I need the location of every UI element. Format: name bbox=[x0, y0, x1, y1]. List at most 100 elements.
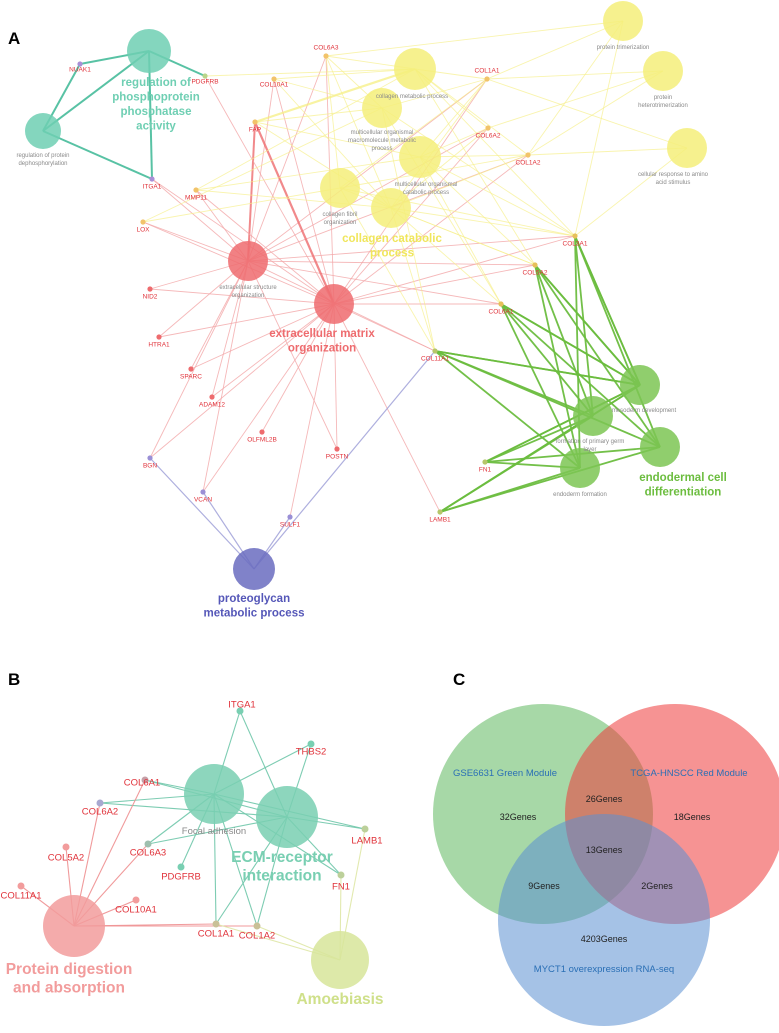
a-term-label-cell_mod_metab: collagen metabolic process bbox=[376, 94, 448, 100]
a-edge-multi_catab-col6a1 bbox=[419, 156, 502, 305]
a-edge-cell_resp_aa-col1a2 bbox=[527, 147, 688, 156]
b-gene-label-fn1: FN1 bbox=[332, 882, 350, 893]
a-gene-label-lamb1: LAMB1 bbox=[429, 517, 451, 524]
a-gene-node-col1a2 bbox=[525, 152, 531, 158]
a-gene-label-sparc: SPARC bbox=[180, 374, 202, 381]
a-gene-node-lox bbox=[140, 219, 146, 225]
a-edge-ecm_struct-bgn bbox=[149, 260, 249, 459]
a-edge-endoderm_dev-lamb1 bbox=[439, 384, 641, 513]
a-term-node-multi_catab bbox=[399, 136, 441, 178]
a-edge-reg_prot_dephos-itga1 bbox=[42, 130, 153, 180]
a-edge-collagen_fibril-lox bbox=[142, 187, 341, 223]
a-edge-ecm_org-nid2 bbox=[149, 288, 335, 305]
venn-label-green: GSE6631 Green Module bbox=[453, 768, 557, 779]
a-edge-ecm_struct-vcan bbox=[202, 260, 249, 493]
b-term-node-amoebiasis bbox=[311, 931, 369, 989]
venn-count-all: 13Genes bbox=[586, 845, 623, 855]
a-edge-collagen_catab-fap bbox=[254, 121, 392, 209]
a-gene-node-fn1 bbox=[482, 459, 488, 465]
a-term-node-protein_hetero bbox=[643, 51, 683, 91]
a-gene-node-mmp11 bbox=[193, 187, 199, 193]
a-edge-ecm_org-sulf1 bbox=[289, 303, 335, 518]
a-gene-node-htra1 bbox=[156, 334, 162, 340]
a-edge-cell_mod_metab-col3a1 bbox=[414, 68, 576, 237]
a-edge-ecm_struct-col10a1 bbox=[247, 78, 275, 262]
a-edge-ecm_org-pdgfrb bbox=[204, 75, 335, 305]
a-gene-node-olfml2b bbox=[259, 429, 265, 435]
a-edge-ecm_org-col5a2 bbox=[333, 264, 536, 305]
b-gene-node-col6a1 bbox=[141, 776, 149, 784]
a-gene-node-col6a1 bbox=[498, 301, 504, 307]
a-gene-label-sulf1: SULF1 bbox=[280, 522, 301, 529]
a-edge-reg_phos-reg_prot_dephos bbox=[42, 50, 150, 132]
a-edge-collagen_catab-col6a1 bbox=[390, 207, 502, 305]
b-gene-node-thbs2 bbox=[307, 740, 315, 748]
a-edge-protein_trimer-col1a2 bbox=[527, 20, 624, 156]
a-gene-node-col6a3 bbox=[323, 53, 329, 59]
a-edge-collagen_fibril-col11a1 bbox=[339, 187, 436, 352]
a-edge-ecm_struct-itga1 bbox=[151, 178, 249, 262]
panel-b-nodes bbox=[17, 707, 369, 989]
a-gene-label-col3a1: COL3A1 bbox=[563, 241, 588, 248]
a-edge-collagen_catab-col6a2 bbox=[390, 127, 489, 209]
b-gene-node-col5a2 bbox=[62, 843, 70, 851]
a-edge-ecm_struct-col6a3 bbox=[247, 55, 327, 262]
a-term-node-collagen_catab bbox=[371, 188, 411, 228]
panel-a-label: A bbox=[8, 29, 20, 48]
b-term-node-ecm_receptor bbox=[256, 786, 318, 848]
a-edge-ecm_struct-col1a1 bbox=[247, 78, 488, 262]
a-edge-collagen_catab-col10a1 bbox=[273, 78, 392, 209]
a-gene-node-col3a1 bbox=[572, 233, 578, 239]
a-edge-ecm_struct-col6a2 bbox=[247, 127, 489, 262]
a-gene-label-adam12: ADAM12 bbox=[199, 402, 225, 409]
a-gene-node-col11a1 bbox=[432, 348, 438, 354]
panel-a-edges bbox=[42, 20, 688, 570]
a-gene-node-postn bbox=[334, 446, 340, 452]
panel-b-labels: ITGA1THBS2COL6A1COL6A2COL6A3PDGFRBCOL5A2… bbox=[0, 700, 383, 1009]
a-edge-ecm_struct-fap bbox=[247, 121, 256, 262]
a-edge-cell_resp_aa-col3a1 bbox=[574, 147, 688, 237]
b-gene-label-col6a2: COL6A2 bbox=[82, 807, 118, 818]
a-edge-endoderm_diff-col5a2 bbox=[534, 264, 661, 448]
venn-label-blue: MYCT1 overexpression RNA-seq bbox=[534, 964, 674, 975]
b-gene-node-col10a1 bbox=[132, 896, 140, 904]
a-term-node-mesoderm_dev bbox=[620, 365, 660, 405]
a-term-node-endoderm_form bbox=[560, 448, 600, 488]
a-edge-ecm_struct-col3a1 bbox=[247, 235, 576, 262]
a-edge-collagen_catab-mmp11 bbox=[195, 189, 392, 209]
a-edge-endoderm_diff-lamb1 bbox=[439, 446, 661, 513]
a-edge-collagen_catab-col1a2 bbox=[390, 154, 529, 209]
a-edge-collagen_catab-col3a1 bbox=[390, 207, 576, 237]
a-gene-label-fn1: FN1 bbox=[479, 467, 492, 474]
a-gene-label-olfml2b: OLFML2B bbox=[247, 437, 277, 444]
a-gene-label-col11a1: COL11A1 bbox=[421, 356, 449, 363]
venn-count-blue-only: 4203Genes bbox=[581, 934, 628, 944]
a-gene-label-nid2: NID2 bbox=[143, 294, 158, 301]
b-gene-label-col6a3: COL6A3 bbox=[130, 848, 166, 859]
a-edge-endoderm_dev-fn1 bbox=[484, 384, 641, 463]
b-gene-label-col1a1: COL1A1 bbox=[198, 929, 234, 940]
a-edge-ecm_struct-postn bbox=[247, 260, 338, 450]
venn-circle-blue bbox=[498, 814, 710, 1026]
a-edge-protein_trimer-col6a3 bbox=[325, 20, 624, 57]
b-term-node-focal_adhesion bbox=[184, 764, 244, 824]
a-edge-multi_catab-col5a2 bbox=[419, 156, 536, 266]
b-gene-label-col10a1: COL10A1 bbox=[115, 905, 157, 916]
a-edge-ecm_org-bgn bbox=[149, 303, 335, 459]
a-term-node-formation_germ bbox=[573, 396, 613, 436]
a-edge-collagen_fibril-col1a1 bbox=[339, 78, 488, 189]
venn-count-red-blue: 2Genes bbox=[641, 881, 673, 891]
b-gene-label-thbs2: THBS2 bbox=[296, 747, 327, 758]
a-term-node-multi_macro bbox=[362, 88, 402, 128]
a-gene-node-lamb1 bbox=[437, 509, 443, 515]
a-edge-ecm_struct-adam12 bbox=[211, 260, 249, 398]
a-gene-label-nuak1: NUAK1 bbox=[69, 67, 91, 74]
